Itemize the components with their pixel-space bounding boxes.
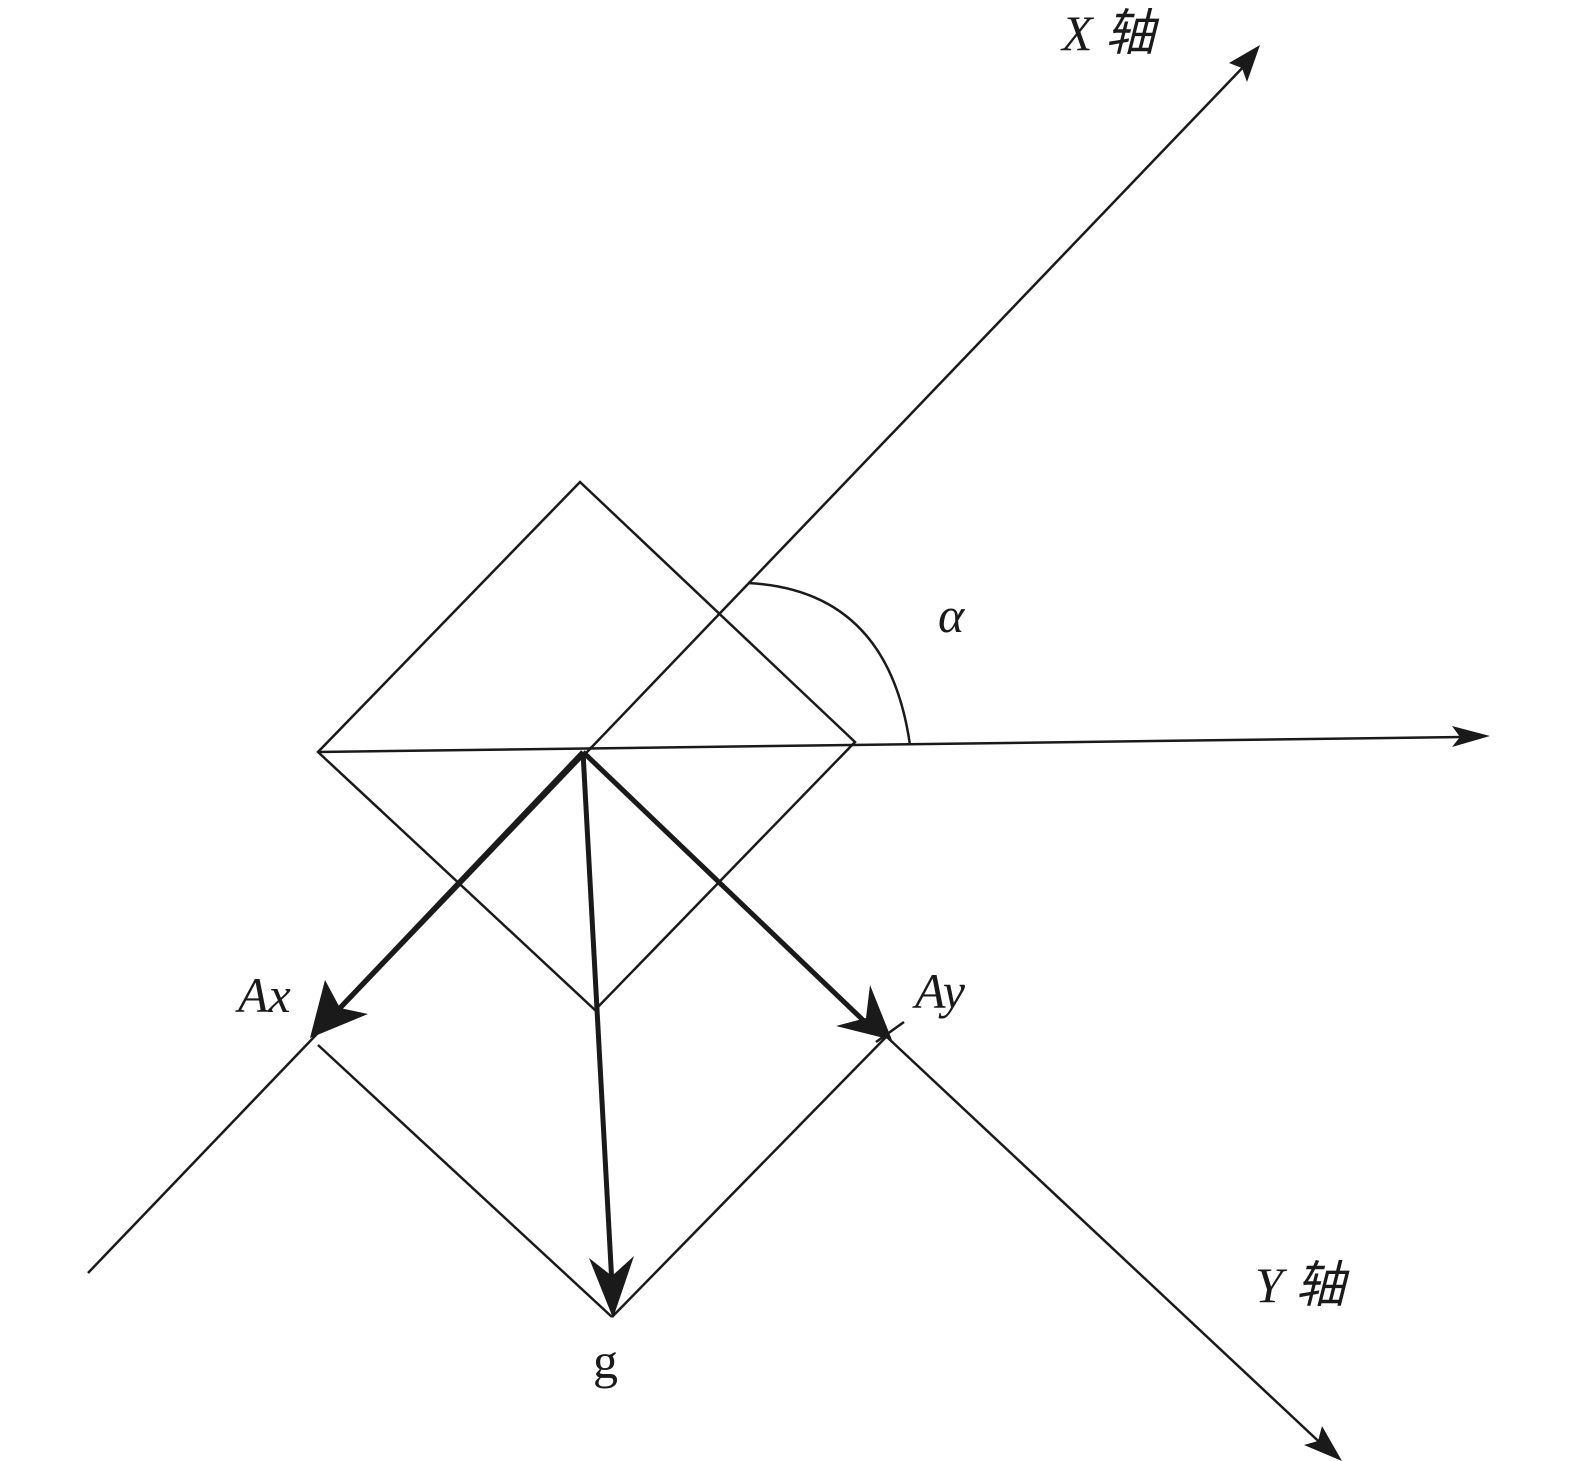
lower-left-side xyxy=(317,1044,613,1318)
ax-label: Ax xyxy=(235,967,291,1023)
x-axis-label: X 轴 xyxy=(1060,5,1160,61)
x-axis-line xyxy=(87,61,1249,1274)
ay-label: Ay xyxy=(912,963,966,1019)
g-label: g xyxy=(593,1333,618,1389)
y-axis-arrow-head xyxy=(1304,1426,1342,1461)
x-axis-arrow-head xyxy=(1229,45,1260,82)
ax-vector xyxy=(336,750,585,1012)
alpha-label: α xyxy=(938,587,966,643)
y-axis-line xyxy=(887,1037,1331,1453)
horizontal-arrow-head xyxy=(1452,726,1490,747)
g-vector xyxy=(580,751,615,1286)
g-arrow-head xyxy=(589,1256,634,1318)
ay-arrow-head xyxy=(836,985,892,1040)
lower-right-side xyxy=(611,1034,889,1318)
ay-tick xyxy=(875,1020,905,1044)
y-axis-label: Y 轴 xyxy=(1255,1257,1350,1313)
alpha-arc xyxy=(747,581,912,746)
horizontal-reference-line xyxy=(317,735,1463,754)
ax-arrow-head xyxy=(310,980,368,1038)
ay-vector xyxy=(581,750,867,1024)
